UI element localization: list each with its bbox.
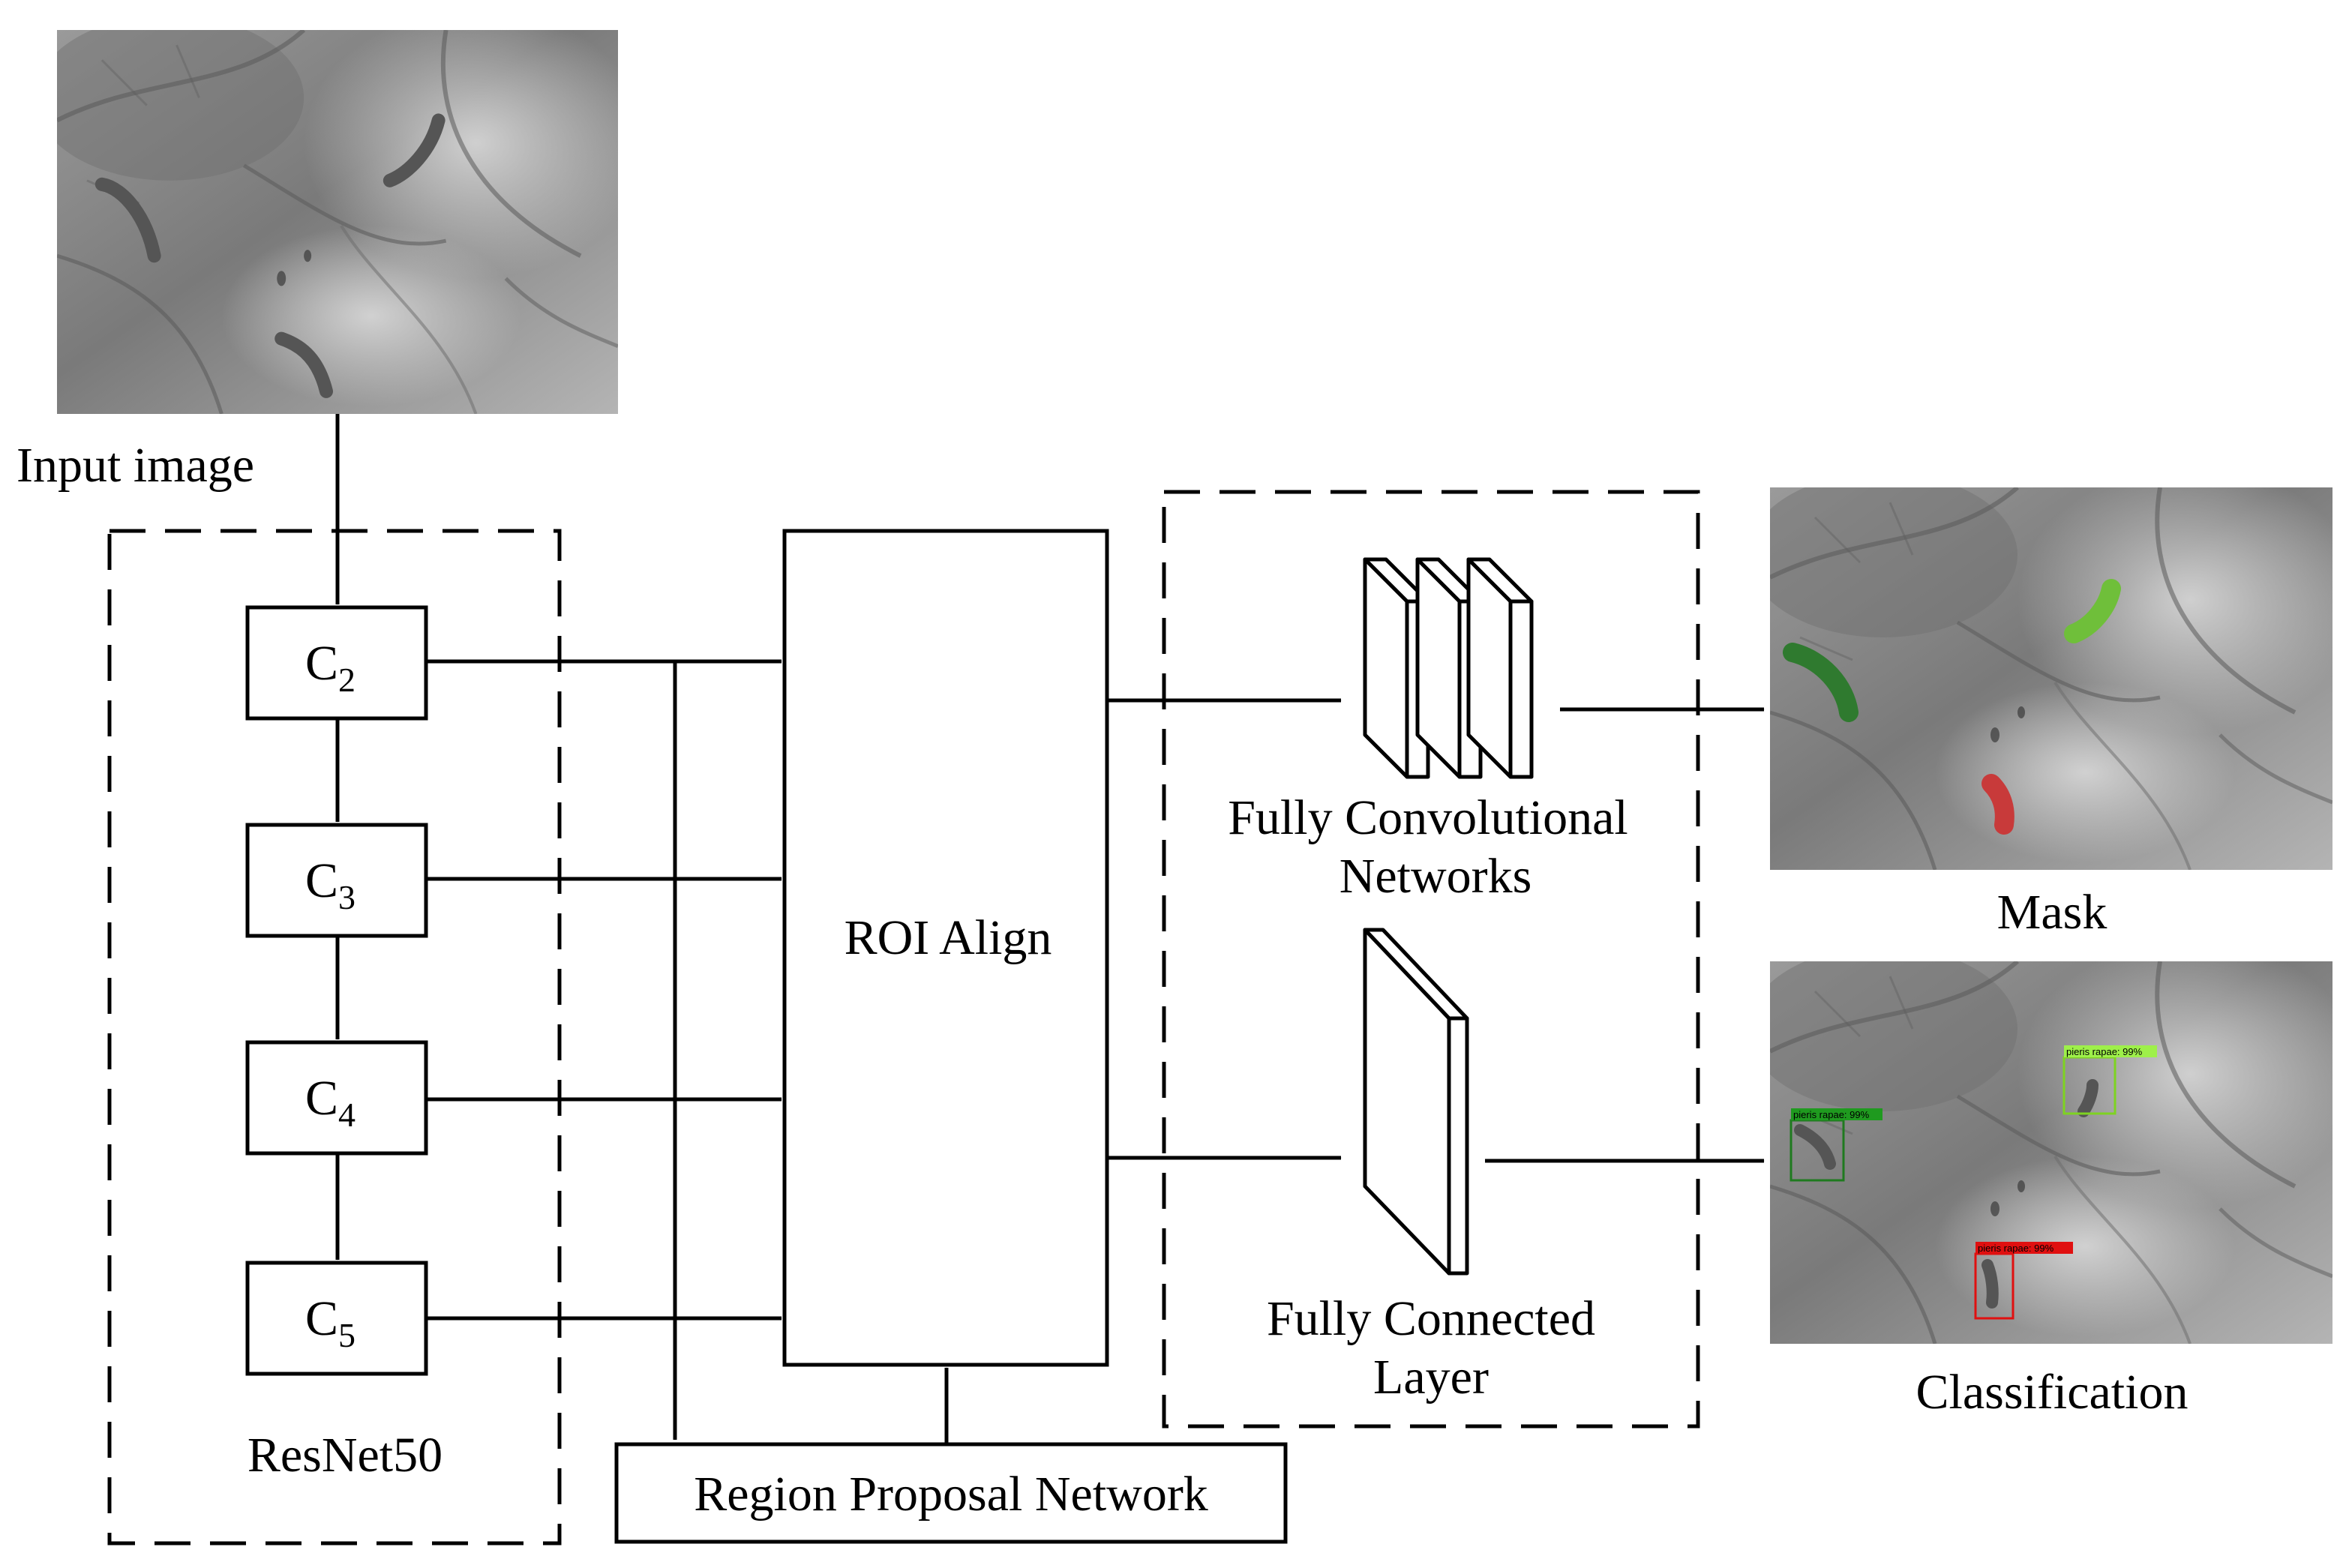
stage-c3-letter: C <box>305 853 338 908</box>
rpn-label: Region Proposal Network <box>694 1467 1208 1522</box>
stage-c4-sub: 4 <box>338 1096 356 1134</box>
mask-label: Mask <box>1997 885 2108 940</box>
mask-output-image <box>1748 465 2340 870</box>
detection-label-1: pieris rapae: 99% <box>1793 1109 1870 1120</box>
stage-c2-sub: 2 <box>338 661 356 699</box>
stage-c4: C4 <box>245 1040 428 1156</box>
resnet50-group <box>107 529 562 1546</box>
stage-c2: C2 <box>245 605 428 721</box>
svg-text:C5: C5 <box>305 1291 356 1354</box>
input-image <box>34 7 648 414</box>
stage-c2-letter: C <box>305 636 338 691</box>
input-image-label: Input image <box>16 438 254 493</box>
svg-text:C4: C4 <box>305 1071 356 1134</box>
stage-c5-sub: 5 <box>338 1316 356 1354</box>
detection-label-2: pieris rapae: 99% <box>2066 1046 2143 1057</box>
fcn-label-line1: Fully Convolutional <box>1228 790 1628 845</box>
fcn-layer-stack-icon <box>1363 557 1534 779</box>
stage-c3: C3 <box>245 823 428 938</box>
classification-label: Classification <box>1916 1365 2188 1420</box>
detection-label-3: pieris rapae: 99% <box>1978 1243 2054 1254</box>
stage-c5: C5 <box>245 1261 428 1376</box>
heads-group <box>1162 490 1700 1429</box>
mask-dark-green <box>1783 643 1858 722</box>
classification-output-image: pieris rapae: 99% pieris rapae: 99% pier… <box>1748 939 2340 1344</box>
roi-align-box <box>782 529 1109 1367</box>
fc-label-line2: Layer <box>1373 1350 1489 1405</box>
detection-box-3: pieris rapae: 99% <box>1974 1242 2073 1320</box>
svg-text:C2: C2 <box>305 636 356 699</box>
fcn-label-line2: Networks <box>1340 849 1532 904</box>
rpn-box <box>614 1442 1288 1544</box>
fc-layer-icon <box>1363 928 1469 1276</box>
stage-c5-letter: C <box>305 1291 338 1346</box>
detection-box-2: pieris rapae: 99% <box>2062 1045 2157 1115</box>
stage-c3-sub: 3 <box>338 878 356 916</box>
roi-align-label: ROI Align <box>844 910 1052 965</box>
detection-box-1: pieris rapae: 99% <box>1790 1108 1882 1182</box>
svg-text:C3: C3 <box>305 853 356 916</box>
stage-c4-letter: C <box>305 1071 338 1126</box>
fc-label-line1: Fully Connected <box>1267 1291 1595 1346</box>
mask-red <box>1982 774 2014 835</box>
resnet50-label: ResNet50 <box>248 1428 442 1483</box>
mask-light-green <box>2064 579 2121 643</box>
